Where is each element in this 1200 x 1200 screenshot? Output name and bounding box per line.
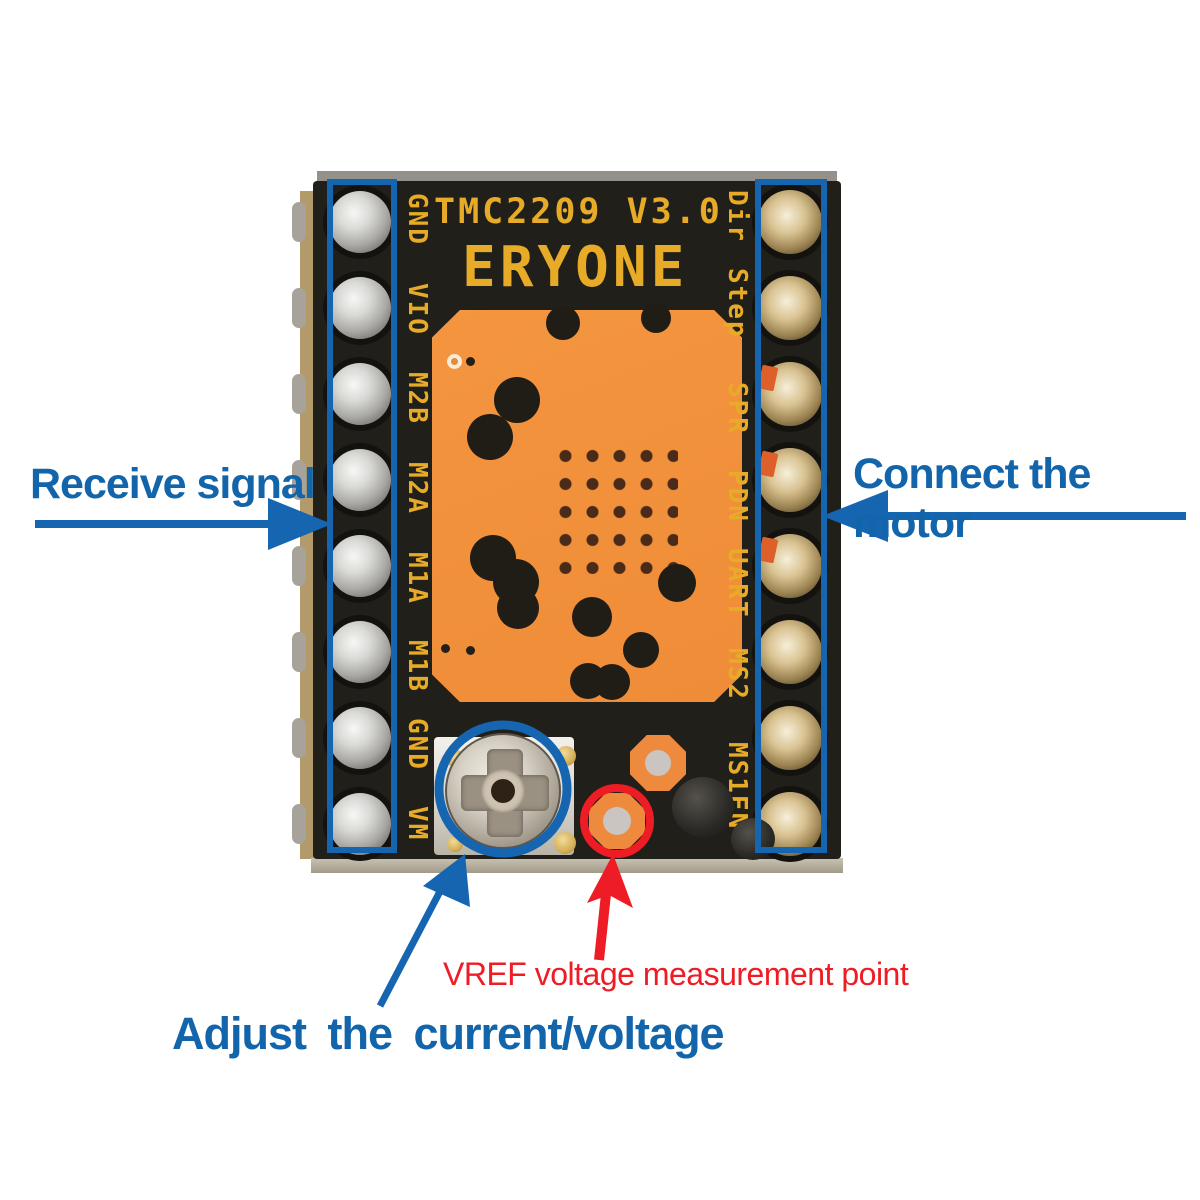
vref-test-point-hole	[603, 807, 631, 835]
castellation	[292, 632, 306, 672]
solder-opening	[658, 564, 696, 602]
connect-motor-label: Connect the motor	[853, 450, 1091, 547]
solder-fillet	[556, 746, 576, 766]
solder-opening	[494, 377, 540, 423]
via-dot	[466, 357, 475, 366]
pin-label-vm: VM	[402, 806, 432, 842]
solder-opening	[594, 664, 630, 700]
pcb-bottom-edge	[311, 858, 843, 873]
silkscreen-title: TMC2209 V3.0	[434, 192, 723, 232]
solder-joint-pin	[329, 191, 391, 253]
silkscreen-brand: ERYONE	[462, 235, 689, 300]
via-grid	[546, 436, 678, 574]
castellation	[292, 288, 306, 328]
solder-opening	[497, 587, 539, 629]
pin-label-gnd2: GND	[402, 718, 432, 771]
via-dot	[466, 646, 475, 655]
solder-joint-pin	[329, 621, 391, 683]
solder-opening	[572, 597, 612, 637]
solder-joint-pin	[329, 793, 391, 855]
pin-label-m1b: M1B	[402, 640, 432, 693]
pin-label-pdn: PDN	[722, 470, 752, 523]
castellation	[292, 460, 306, 500]
vref-point-label: VREF voltage measurement point	[443, 956, 909, 992]
pin-label-m1a: M1A	[402, 552, 432, 605]
castellation	[292, 202, 306, 242]
right-pins-highlight-box	[755, 179, 827, 853]
solder-joint-pin	[758, 190, 822, 254]
solder-fillet	[554, 832, 576, 854]
left-pins-highlight-box	[327, 179, 397, 853]
solder-blob	[731, 818, 775, 860]
solder-joint-pin	[329, 535, 391, 597]
pin-label-vio: VIO	[402, 283, 432, 336]
solder-opening	[546, 306, 580, 340]
adjust-current-label: Adjust the current/voltage	[172, 1008, 725, 1059]
solder-joint-pin	[329, 449, 391, 511]
via-ring	[447, 354, 462, 369]
via-dot	[441, 644, 450, 653]
pin-label-m2a: M2A	[402, 462, 432, 515]
pin-label-ms2: MS2	[722, 648, 752, 701]
castellation	[292, 546, 306, 586]
pin-label-dir: Dir	[722, 190, 752, 243]
castellation	[292, 718, 306, 758]
pin-label-m2b: M2B	[402, 372, 432, 425]
solder-joint-pin	[758, 620, 822, 684]
solder-fillet	[447, 836, 463, 852]
solder-joint-pin	[329, 707, 391, 769]
solder-opening	[641, 303, 671, 333]
receive-signal-label: Receive signal	[30, 460, 316, 508]
solder-joint-pin	[329, 277, 391, 339]
castellation	[292, 804, 306, 844]
solder-joint-pin	[758, 706, 822, 770]
adjust-pointer-line	[376, 876, 451, 1008]
castellation	[292, 374, 306, 414]
solder-blob	[672, 777, 734, 837]
pin-label-uart: UART	[722, 548, 752, 619]
potentiometer-hole	[491, 779, 515, 803]
solder-joint-pin	[329, 363, 391, 425]
potentiometer	[445, 733, 561, 849]
pcb-top-edge	[317, 171, 837, 183]
pin-label-step: Step	[722, 268, 752, 339]
pin-label-spr: SPR	[722, 382, 752, 435]
solder-opening	[467, 414, 513, 460]
solder-opening	[623, 632, 659, 668]
pin-label-gnd: GND	[402, 193, 432, 246]
test-point-hole	[645, 750, 671, 776]
potentiometer-center	[481, 769, 525, 813]
solder-joint-pin	[758, 276, 822, 340]
vref-pointer-line	[594, 893, 611, 961]
